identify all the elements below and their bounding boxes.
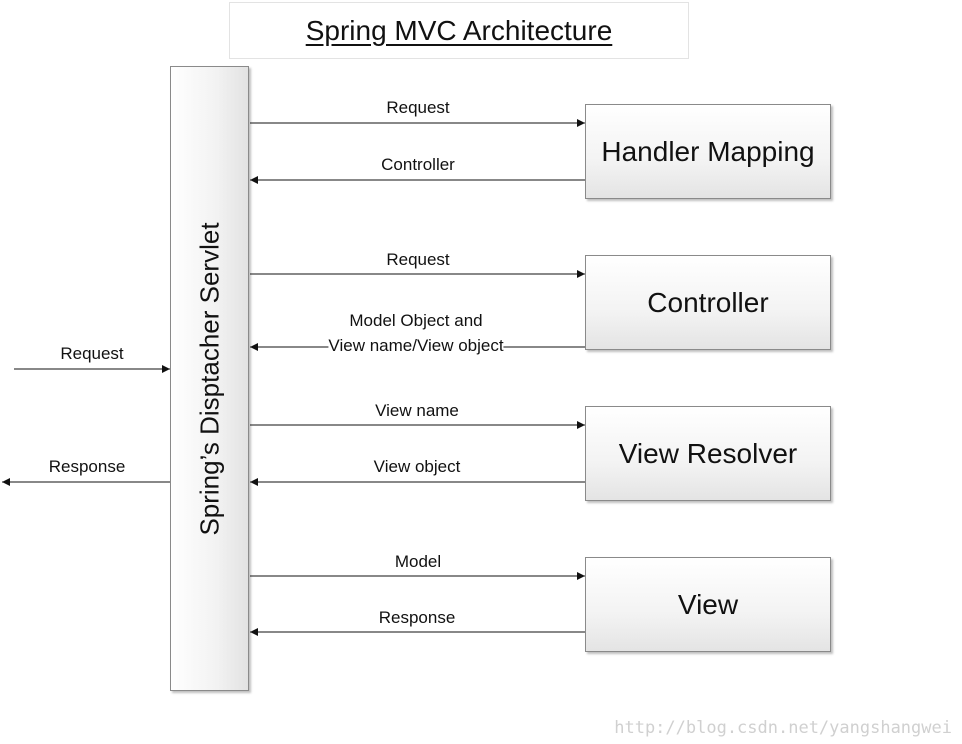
controller-label: Controller bbox=[647, 286, 769, 318]
label-controller-return: Controller bbox=[381, 155, 455, 174]
controller-box: Controller bbox=[585, 255, 831, 350]
dispatcher-servlet-box: Spring’s Disptacher Servlet bbox=[170, 66, 249, 691]
label-response-view: Response bbox=[378, 608, 456, 627]
view-label: View bbox=[677, 588, 739, 620]
view-box: View bbox=[585, 557, 831, 652]
view-resolver-label: View Resolver bbox=[618, 437, 798, 469]
watermark-text: http://blog.csdn.net/yangshangwei bbox=[614, 718, 952, 738]
view-resolver-box: View Resolver bbox=[585, 406, 831, 501]
diagram-title-box: Spring MVC Architecture bbox=[229, 2, 689, 59]
label-client-response: Response bbox=[48, 457, 126, 476]
label-request-controller: Request bbox=[386, 250, 450, 269]
label-request-handler-mapping: Request bbox=[386, 98, 450, 117]
label-model: Model bbox=[394, 552, 442, 571]
label-view-object: View object bbox=[373, 457, 461, 476]
handler-mapping-label: Handler Mapping bbox=[601, 135, 815, 167]
handler-mapping-box: Handler Mapping bbox=[585, 104, 831, 199]
label-view-name: View name bbox=[375, 401, 459, 420]
label-client-request: Request bbox=[60, 344, 124, 363]
diagram-title: Spring MVC Architecture bbox=[305, 14, 613, 46]
label-model-view-object: Model Object and View name/View object bbox=[328, 309, 504, 359]
